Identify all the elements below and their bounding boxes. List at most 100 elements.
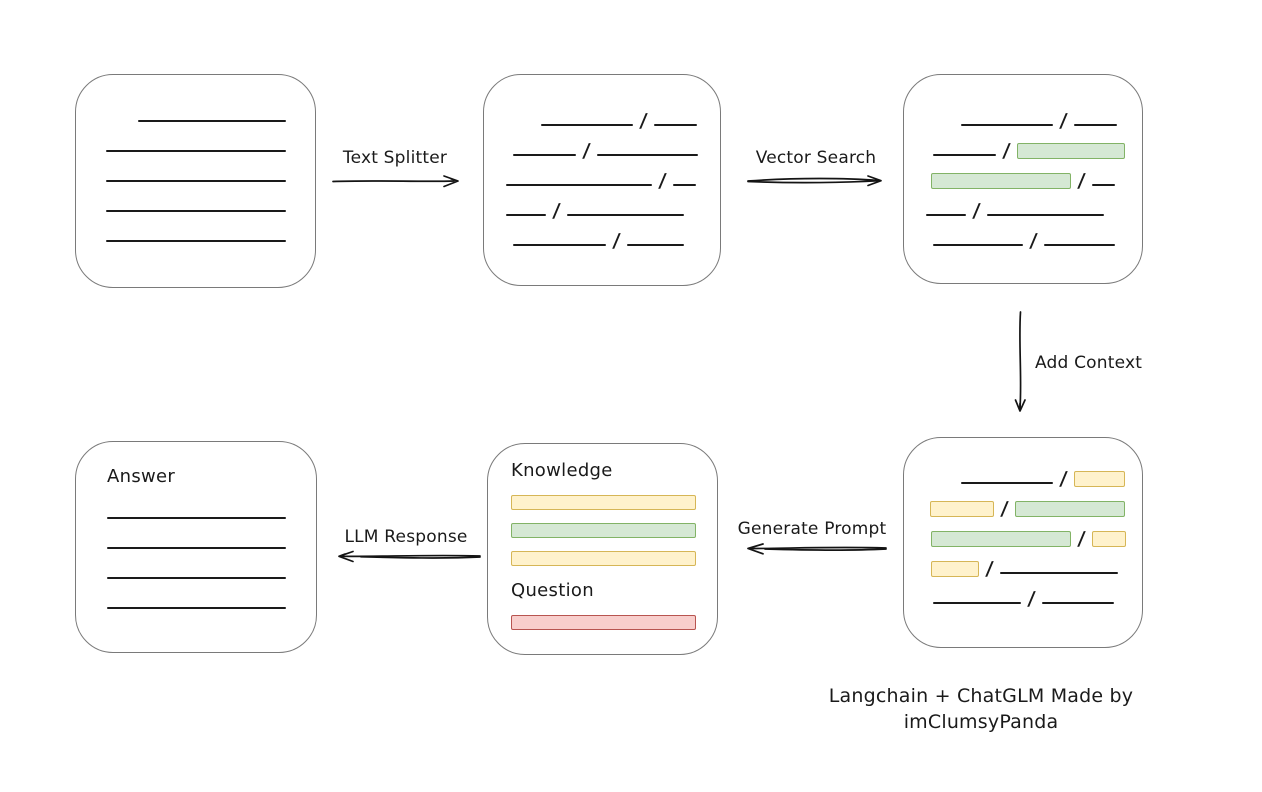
chunk-separator: / — [1058, 468, 1069, 490]
text-line — [1041, 602, 1114, 604]
green-chunk — [931, 531, 1071, 547]
chunk-separator: / — [1076, 528, 1087, 550]
chunk-row: / — [484, 99, 720, 132]
question-label: Question — [511, 580, 594, 601]
add-context-arrow-icon — [1014, 311, 1026, 412]
context-chunk-rows: ///// — [904, 438, 1142, 610]
answer-lines — [76, 442, 316, 612]
chunk-row: / — [904, 129, 1142, 162]
text-line — [106, 240, 286, 242]
knowledge-bars — [511, 495, 717, 566]
green-chunk — [1016, 143, 1125, 159]
chunk-separator: / — [657, 170, 668, 192]
chunk-row: / — [484, 129, 720, 162]
chunk-row: / — [904, 219, 1142, 252]
text-splitter-label: Text Splitter — [342, 148, 448, 168]
green-bar — [511, 523, 696, 538]
question-bars — [511, 615, 717, 630]
chunk-separator: / — [984, 558, 995, 580]
chunk-row: / — [904, 577, 1142, 610]
text-line — [106, 180, 286, 182]
text-line — [961, 124, 1053, 126]
prompt-box: Knowledge Question — [487, 443, 718, 655]
document-lines — [76, 75, 315, 245]
chunk-row — [76, 95, 315, 125]
text-line — [106, 210, 286, 212]
text-line — [106, 150, 286, 152]
text-line — [933, 244, 1023, 246]
split-chunks-box: / / / / / — [483, 74, 721, 286]
text-line — [961, 482, 1053, 484]
generate-prompt-label: Generate Prompt — [737, 519, 887, 539]
llm-response-arrow-icon — [338, 550, 481, 563]
chunk-row — [76, 185, 315, 215]
chunk-separator: / — [1001, 140, 1012, 162]
chunk-separator: / — [971, 200, 982, 222]
chunk-separator: / — [611, 230, 622, 252]
text-line — [986, 214, 1104, 216]
chunk-row — [76, 582, 316, 612]
text-line — [513, 244, 606, 246]
yellow-chunk — [931, 561, 979, 577]
chunk-row — [76, 522, 316, 552]
chunk-separator: / — [1058, 110, 1069, 132]
chunk-separator: / — [1026, 588, 1037, 610]
chunk-row — [76, 552, 316, 582]
chunk-row — [76, 125, 315, 155]
text-line — [513, 154, 576, 156]
chunk-separator: / — [638, 110, 649, 132]
add-context-label: Add Context — [1035, 353, 1143, 373]
chunk-separator: / — [581, 140, 592, 162]
chunk-row: / — [904, 159, 1142, 192]
chunk-row: / — [904, 99, 1142, 132]
text-line — [506, 214, 546, 216]
generate-prompt-arrow-icon — [747, 543, 887, 555]
text-line — [933, 154, 996, 156]
yellow-chunk — [930, 501, 994, 517]
text-line — [672, 184, 696, 186]
text-splitter-arrow-icon — [332, 175, 459, 188]
text-line — [933, 602, 1021, 604]
yellow-bar — [511, 495, 696, 510]
chunk-row: / — [484, 159, 720, 192]
chunk-separator: / — [1076, 170, 1087, 192]
green-chunk — [1014, 501, 1125, 517]
chunk-separator: / — [551, 200, 562, 222]
text-line — [138, 120, 286, 122]
text-line — [1073, 124, 1117, 126]
text-line — [107, 577, 286, 579]
chunk-separator: / — [1028, 230, 1039, 252]
chunk-row: / — [904, 487, 1142, 520]
yellow-chunk — [1073, 471, 1125, 487]
split-chunk-rows: / / / / / — [484, 75, 720, 252]
text-line — [107, 547, 286, 549]
vector-search-result-box: / / / / / — [903, 74, 1143, 284]
source-document-box — [75, 74, 316, 288]
text-line — [541, 124, 633, 126]
text-line — [1091, 184, 1115, 186]
chunk-row: / — [904, 457, 1142, 490]
text-line — [566, 214, 684, 216]
yellow-chunk — [1091, 531, 1126, 547]
text-line — [926, 214, 966, 216]
answer-label: Answer — [107, 466, 176, 487]
text-line — [653, 124, 697, 126]
chunk-row — [76, 492, 316, 522]
context-chunks-box: ///// — [903, 437, 1143, 648]
chunk-row: / — [484, 219, 720, 252]
chunk-row: / — [904, 547, 1142, 580]
llm-response-label: LLM Response — [344, 527, 468, 547]
text-line — [596, 154, 698, 156]
vector-search-arrow-icon — [747, 175, 882, 187]
knowledge-label: Knowledge — [511, 460, 613, 481]
text-line — [107, 517, 286, 519]
chunk-row: / — [904, 517, 1142, 550]
chunk-row — [76, 155, 315, 185]
green-chunk — [931, 173, 1071, 189]
text-line — [107, 607, 286, 609]
yellow-bar — [511, 551, 696, 566]
text-line — [999, 572, 1118, 574]
text-line — [506, 184, 652, 186]
matched-chunk-rows: / / / / / — [904, 75, 1142, 252]
